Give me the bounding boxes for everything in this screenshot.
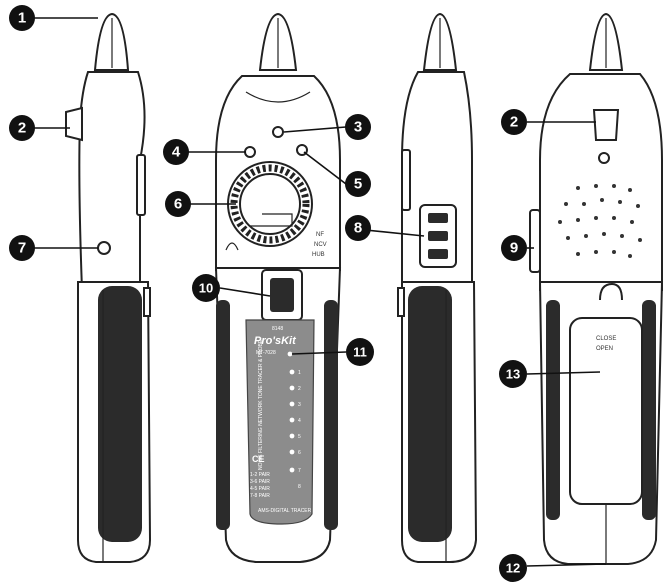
led-center — [272, 126, 284, 138]
callout-3: 3 — [345, 114, 371, 140]
callout-7: 7 — [9, 235, 35, 261]
svg-text:5: 5 — [354, 176, 362, 193]
svg-text:6: 6 — [174, 196, 182, 213]
callout-12: 12 — [499, 554, 527, 582]
svg-text:NF: NF — [316, 232, 324, 238]
callout-8: 8 — [345, 215, 371, 241]
callout-2-left: 2 — [9, 115, 35, 141]
side-view-left — [65, 12, 152, 563]
speaker-grille — [558, 184, 642, 258]
svg-text:CLOSE: CLOSE — [596, 336, 616, 342]
callout-4: 4 — [163, 139, 189, 165]
svg-text:1-2 PAIR: 1-2 PAIR — [250, 472, 270, 478]
svg-text:Pro'sKit: Pro'sKit — [254, 335, 297, 347]
mode-marks: NF NCV HUB — [312, 232, 327, 258]
svg-text:7-8 PAIR: 7-8 PAIR — [250, 493, 270, 499]
svg-text:CE: CE — [252, 454, 265, 464]
svg-text:MT-7028: MT-7028 — [256, 350, 276, 356]
svg-text:1: 1 — [18, 10, 26, 27]
svg-text:4: 4 — [172, 144, 181, 161]
svg-text:8148: 8148 — [272, 326, 283, 332]
svg-text:2: 2 — [18, 120, 26, 137]
led-left — [244, 146, 256, 158]
svg-text:2: 2 — [510, 114, 518, 131]
svg-text:AMS-DIGITAL TRACER: AMS-DIGITAL TRACER — [258, 508, 312, 514]
svg-text:4: 4 — [298, 418, 301, 424]
svg-text:13: 13 — [506, 367, 520, 382]
svg-text:9: 9 — [510, 240, 518, 257]
svg-text:NCV: NCV — [314, 242, 327, 248]
svg-text:OPEN: OPEN — [596, 346, 613, 352]
svg-text:7: 7 — [298, 468, 301, 474]
svg-text:1: 1 — [298, 370, 301, 376]
callout-2-right: 2 — [501, 109, 527, 135]
svg-text:3: 3 — [354, 119, 362, 136]
svg-text:11: 11 — [353, 345, 367, 360]
front-view: NF NCV HUB 8148 Pro'sKit MT-7028 NOISE F… — [214, 12, 342, 563]
svg-text:3-6 PAIR: 3-6 PAIR — [250, 479, 270, 485]
svg-text:8: 8 — [354, 220, 362, 237]
front-panel — [245, 319, 315, 525]
callout-10: 10 — [192, 274, 220, 302]
callout-13: 13 — [499, 360, 527, 388]
side-view-right — [397, 12, 478, 563]
callout-11: 11 — [346, 338, 374, 366]
grip-ribs-left — [98, 286, 142, 542]
svg-text:7: 7 — [18, 240, 26, 257]
scroll-wheel[interactable] — [270, 278, 294, 312]
callout-9: 9 — [501, 235, 527, 261]
svg-text:12: 12 — [506, 561, 520, 576]
svg-text:3: 3 — [298, 402, 301, 408]
callout-5: 5 — [345, 171, 371, 197]
svg-text:NOISE FILTERING NETWORK TONE T: NOISE FILTERING NETWORK TONE TRACER & PR… — [258, 339, 264, 470]
svg-text:HUB: HUB — [312, 252, 325, 258]
callout-1: 1 — [9, 5, 35, 31]
callout-6: 6 — [165, 191, 191, 217]
back-view: CLOSE OPEN — [529, 12, 664, 565]
svg-text:4-5 PAIR: 4-5 PAIR — [250, 486, 270, 492]
led-column: 1 2 3 4 5 6 7 8 — [287, 351, 301, 490]
svg-text:6: 6 — [298, 450, 301, 456]
svg-text:8: 8 — [298, 484, 301, 490]
svg-text:5: 5 — [298, 434, 301, 440]
svg-text:2: 2 — [298, 386, 301, 392]
svg-text:10: 10 — [199, 281, 213, 296]
